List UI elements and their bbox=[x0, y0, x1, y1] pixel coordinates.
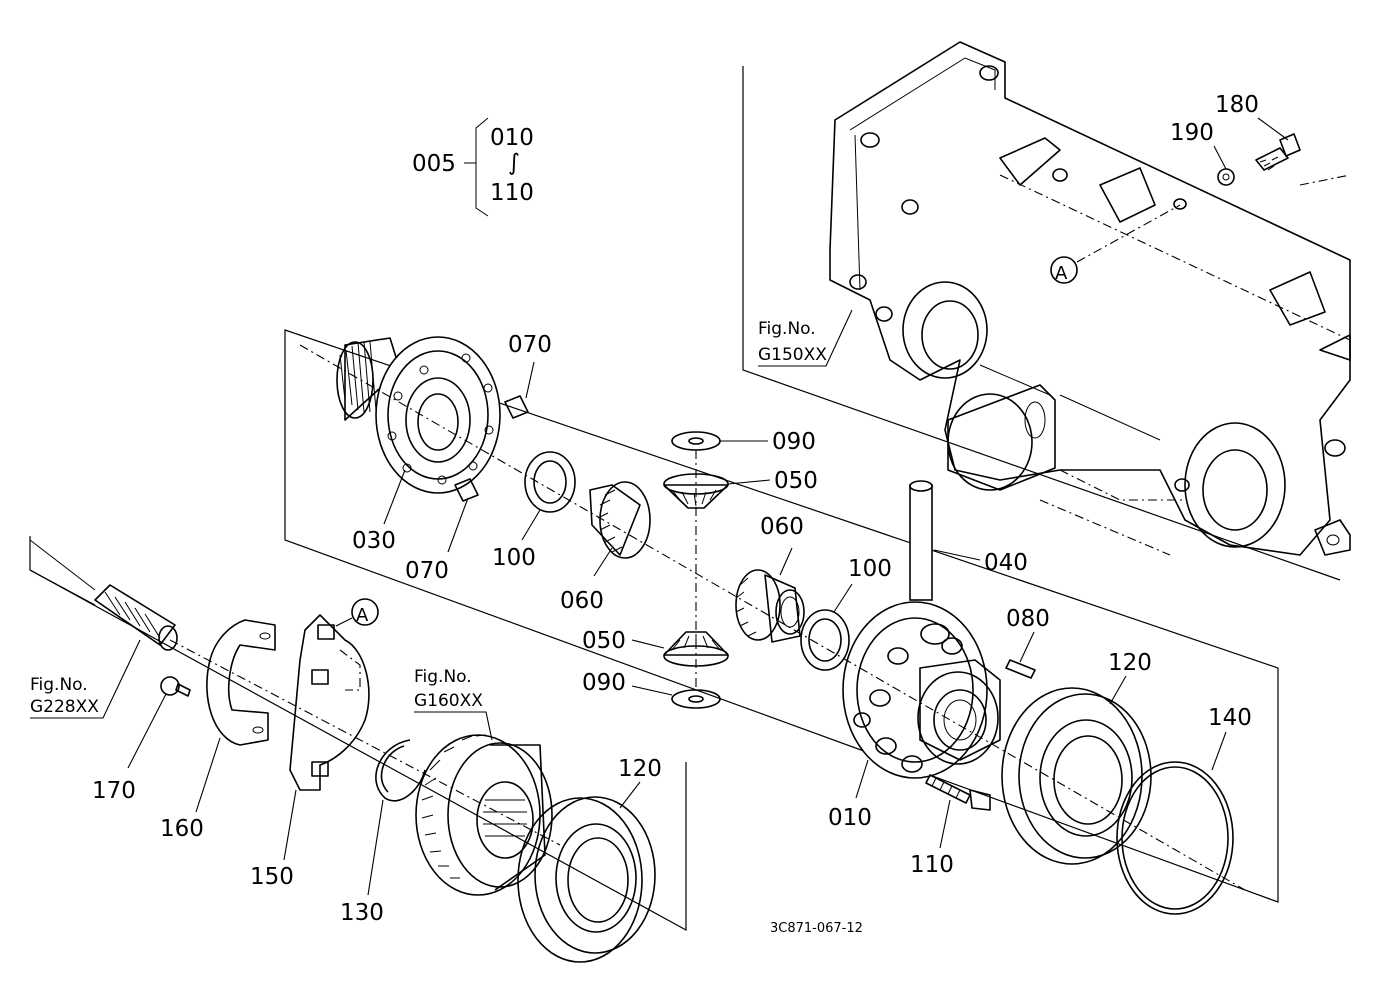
bolt-180: 180 bbox=[1215, 92, 1301, 171]
pin-070-bottom: 070 bbox=[405, 478, 479, 584]
reference-a-cover: A bbox=[335, 598, 379, 627]
differential-frame bbox=[284, 329, 1279, 903]
part-label-100-left: 100 bbox=[492, 545, 536, 571]
figref-g228-title: Fig.No. bbox=[30, 675, 88, 695]
part-label-090-bottom: 090 bbox=[582, 670, 626, 696]
part-label-170: 170 bbox=[92, 778, 136, 804]
sub-assembly-frames bbox=[29, 66, 1341, 932]
shim-ring-140: 140 bbox=[1116, 705, 1252, 915]
reference-a-label-top: A bbox=[1055, 263, 1068, 284]
part-label-120-left: 120 bbox=[618, 756, 662, 782]
part-label-040: 040 bbox=[984, 550, 1028, 576]
differential-case-010: 010 bbox=[828, 601, 1001, 831]
figref-g228-code: G228XX bbox=[30, 697, 99, 717]
transmission-housing bbox=[829, 41, 1351, 556]
part-label-090-top: 090 bbox=[772, 429, 816, 455]
assembly-label-010: 010 bbox=[490, 125, 534, 151]
spur-gear-g160 bbox=[415, 734, 553, 896]
drawing-code: 3C871-067-12 bbox=[770, 921, 863, 936]
ball-bearing-120-right: 120 bbox=[1001, 650, 1152, 865]
reference-a-label-bottom: A bbox=[356, 605, 369, 626]
part-label-100-right: 100 bbox=[848, 556, 892, 582]
part-label-010: 010 bbox=[828, 805, 872, 831]
differential-case-030: 030 bbox=[336, 336, 501, 554]
bolt-170: 170 bbox=[92, 676, 191, 804]
reference-a-housing: A bbox=[1050, 204, 1181, 284]
part-label-150: 150 bbox=[250, 864, 294, 890]
washer-190: 190 bbox=[1170, 120, 1235, 186]
bolt-110: 110 bbox=[910, 774, 991, 878]
figref-g160-title: Fig.No. bbox=[414, 667, 472, 687]
snap-ring-130: 130 bbox=[340, 739, 426, 926]
part-label-180: 180 bbox=[1215, 92, 1259, 118]
part-label-140: 140 bbox=[1208, 705, 1252, 731]
part-label-120-right: 120 bbox=[1108, 650, 1152, 676]
thrust-washer-090-bottom: 090 bbox=[582, 670, 721, 709]
part-label-080: 080 bbox=[1006, 606, 1050, 632]
housing-frame bbox=[742, 66, 1341, 581]
figref-g150-code: G150XX bbox=[758, 345, 827, 365]
side-gear-060-left: 060 bbox=[560, 481, 651, 614]
lock-plate-160: 160 bbox=[160, 619, 276, 842]
ball-bearing-120-left: 120 bbox=[517, 756, 662, 963]
figref-g160: Fig.No. G160XX bbox=[414, 667, 493, 741]
assembly-range-mark: ∫ bbox=[508, 150, 520, 176]
figref-g150-title: Fig.No. bbox=[758, 319, 816, 339]
main-axis bbox=[299, 344, 1246, 891]
part-label-060-right: 060 bbox=[760, 514, 804, 540]
side-gear-060-right: 060 bbox=[735, 514, 805, 643]
thrust-washer-100-right: 100 bbox=[800, 556, 892, 671]
pinion-gear-050-bottom: 050 bbox=[582, 628, 729, 667]
thrust-washer-090-top: 090 bbox=[671, 429, 816, 455]
part-label-030: 030 bbox=[352, 528, 396, 554]
part-label-070-bottom: 070 bbox=[405, 558, 449, 584]
part-label-190: 190 bbox=[1170, 120, 1214, 146]
assembly-label-005: 005 bbox=[412, 151, 456, 177]
part-label-070-top: 070 bbox=[508, 332, 552, 358]
assembly-label-110: 110 bbox=[490, 180, 534, 206]
part-label-110: 110 bbox=[910, 852, 954, 878]
part-label-050-bottom: 050 bbox=[582, 628, 626, 654]
pinion-shaft-040: 040 bbox=[909, 480, 1028, 601]
assembly-bracket: 005 010 ∫ 110 bbox=[412, 117, 534, 217]
pinion-gear-050-top: 050 bbox=[663, 468, 818, 509]
thrust-washer-100-left: 100 bbox=[492, 451, 576, 571]
axle-shaft bbox=[29, 539, 561, 846]
part-label-160: 160 bbox=[160, 816, 204, 842]
cover-plate-150: 150 bbox=[250, 614, 370, 890]
part-label-060-left: 060 bbox=[560, 588, 604, 614]
part-label-050-top: 050 bbox=[774, 468, 818, 494]
pin-070-top: 070 bbox=[504, 332, 552, 419]
figref-g150: Fig.No. G150XX bbox=[758, 309, 853, 367]
figref-g160-code: G160XX bbox=[414, 691, 483, 711]
figref-g228: Fig.No. G228XX bbox=[30, 639, 141, 719]
pin-080: 080 bbox=[1005, 606, 1050, 679]
axle-frame bbox=[29, 536, 687, 932]
part-label-130: 130 bbox=[340, 900, 384, 926]
